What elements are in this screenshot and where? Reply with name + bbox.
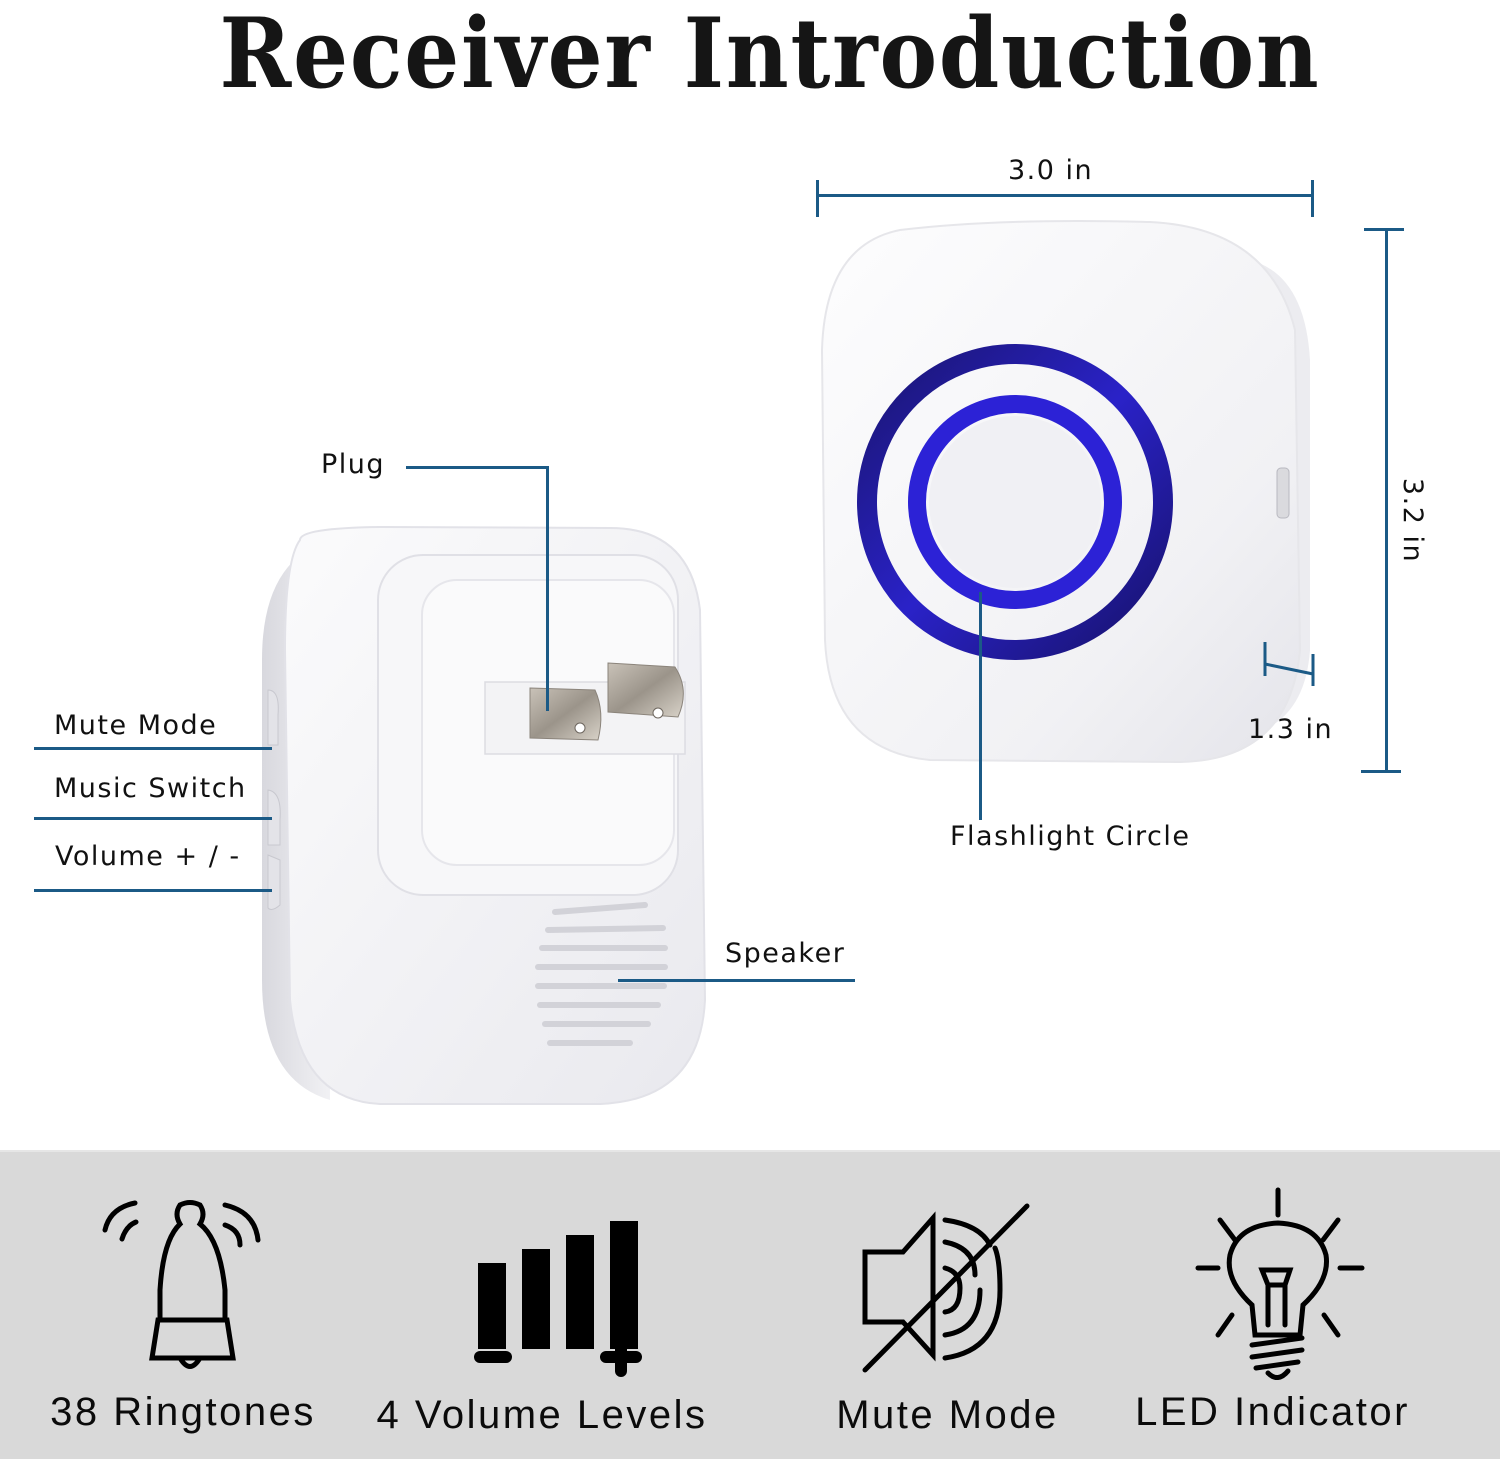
dimension-height-label: 3.2 in	[1397, 477, 1429, 564]
feature-label-mute-mode: Mute Mode	[836, 1393, 1059, 1437]
speaker-muted-icon	[862, 1203, 1030, 1373]
feature-label-volume-levels: 4 Volume Levels	[376, 1393, 708, 1437]
leader-line-volume	[34, 889, 272, 892]
dimension-width-label: 3.0 in	[1008, 155, 1094, 186]
leader-line-music	[34, 817, 272, 820]
callout-mute-mode: Mute Mode	[54, 710, 218, 741]
callout-flashlight-circle: Flashlight Circle	[950, 821, 1191, 852]
page-title: Receiver Introduction	[219, 0, 1321, 110]
light-bulb-icon	[1195, 1187, 1365, 1380]
dimension-height-tick-top	[1364, 228, 1404, 231]
feature-label-led-indicator: LED Indicator	[1135, 1390, 1410, 1434]
callout-music-switch: Music Switch	[54, 773, 247, 804]
receiver-back-view	[262, 525, 707, 1105]
dimension-height-line	[1385, 229, 1388, 773]
receiver-front-view	[820, 220, 1310, 764]
leader-line-plug-h	[406, 466, 549, 469]
volume-bars-icon	[474, 1221, 642, 1377]
dimension-depth-label: 1.3 in	[1248, 714, 1334, 745]
leader-line-flashlight	[979, 592, 982, 820]
leader-line-plug-v	[546, 466, 549, 711]
dimension-width-tick-left	[816, 180, 819, 217]
dimension-depth-marker	[1263, 642, 1315, 686]
dimension-width-tick-right	[1311, 180, 1314, 217]
dimension-width-line	[817, 194, 1314, 197]
dimension-height-tick-bottom	[1361, 770, 1401, 773]
callout-plug: Plug	[321, 449, 386, 480]
leader-line-speaker	[618, 979, 855, 982]
callout-volume: Volume + / -	[55, 841, 241, 872]
feature-label-ringtones: 38 Ringtones	[50, 1390, 316, 1434]
bell-ringing-icon	[102, 1200, 261, 1369]
leader-line-mute	[34, 747, 272, 750]
callout-speaker: Speaker	[725, 938, 846, 969]
